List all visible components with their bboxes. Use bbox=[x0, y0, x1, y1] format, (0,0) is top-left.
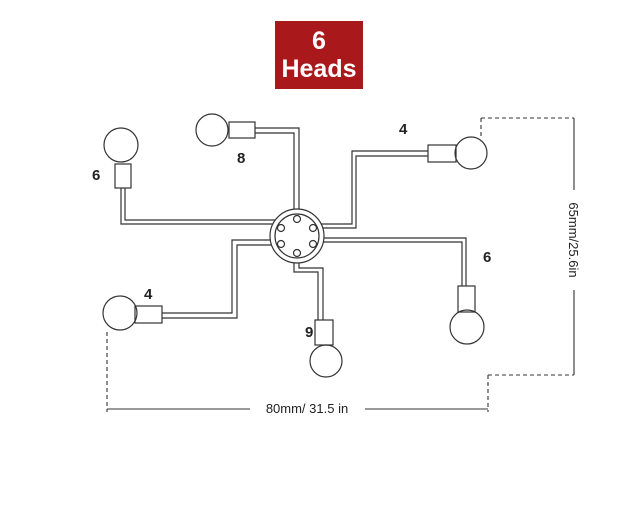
center-hub bbox=[269, 208, 325, 264]
badge-text: Heads bbox=[281, 55, 357, 83]
label-top: 8 bbox=[237, 150, 245, 167]
label-lower-left: 4 bbox=[144, 286, 153, 303]
socket-upper-left bbox=[114, 163, 132, 189]
arm-lower-left bbox=[102, 239, 285, 331]
width-dimension-line bbox=[106, 332, 489, 412]
bulb-bottom bbox=[309, 344, 343, 378]
arm-bottom bbox=[293, 256, 343, 378]
socket-top bbox=[228, 121, 256, 139]
socket-lower-left bbox=[134, 305, 163, 324]
bulb-upper-left bbox=[103, 127, 139, 163]
heads-badge: 6 Heads bbox=[275, 21, 363, 89]
label-upper-left: 6 bbox=[92, 167, 100, 184]
socket-upper-right bbox=[427, 144, 457, 163]
width-dimension-text: 80mm/ 31.5 in bbox=[266, 401, 348, 416]
socket-bottom bbox=[314, 319, 334, 346]
arm-upper-right bbox=[318, 136, 488, 229]
label-bottom: 9 bbox=[305, 324, 313, 341]
height-dimension-text: 65mm/25.6in bbox=[566, 202, 581, 277]
label-lower-right: 6 bbox=[483, 249, 491, 266]
socket-lower-right bbox=[457, 285, 476, 313]
arm-top bbox=[195, 113, 300, 212]
height-dimension-line bbox=[480, 117, 575, 376]
arm-lower-right bbox=[318, 237, 485, 345]
bulb-upper-right bbox=[454, 136, 488, 170]
bulb-lower-left bbox=[102, 295, 138, 331]
bulb-top bbox=[195, 113, 229, 147]
bulb-lower-right bbox=[449, 309, 485, 345]
label-upper-right: 4 bbox=[399, 121, 408, 138]
arm-upper-left bbox=[103, 127, 285, 225]
badge-number: 6 bbox=[312, 27, 326, 55]
